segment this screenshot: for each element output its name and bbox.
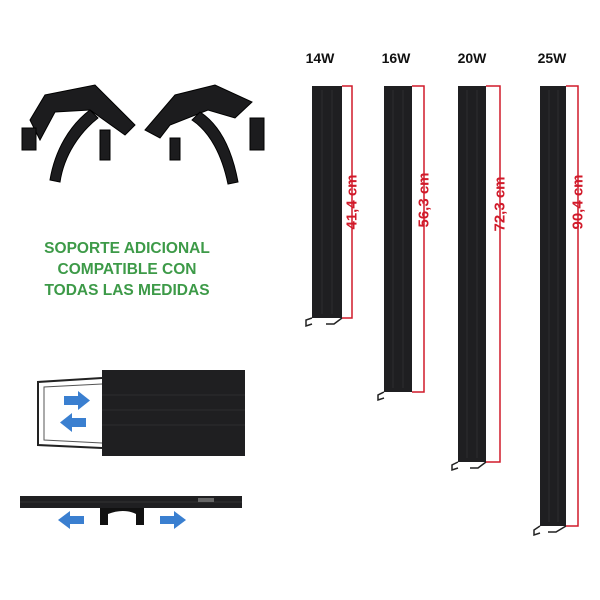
promo-line-2: COMPATIBLE CON bbox=[57, 261, 197, 278]
dimension-text-20w: 72,3 cm bbox=[491, 176, 509, 232]
dimension-line-14w bbox=[342, 85, 353, 319]
promo-line-1: SOPORTE ADICIONAL bbox=[44, 240, 210, 257]
lamp-25w bbox=[533, 86, 567, 537]
dimension-text-14w: 41,4 cm bbox=[343, 174, 361, 230]
promo-text: SOPORTE ADICIONAL COMPATIBLE CON TODAS L… bbox=[18, 238, 236, 301]
slide-arrows-side-icon bbox=[58, 511, 186, 529]
model-label-20w: 20W bbox=[457, 50, 487, 66]
model-label-25w: 25W bbox=[537, 50, 567, 66]
dimension-text-16w: 56,3 cm bbox=[415, 172, 433, 228]
dimension-line-16w bbox=[412, 85, 425, 393]
lamp-16w bbox=[377, 86, 412, 402]
lamp-20w bbox=[451, 86, 487, 472]
lamp-body-top-view bbox=[102, 370, 245, 456]
dimension-text-25w: 90,4 cm bbox=[569, 174, 587, 230]
model-label-14w: 14W bbox=[305, 50, 335, 66]
slide-arrows-icon bbox=[60, 391, 90, 432]
dimension-line-20w bbox=[486, 85, 501, 463]
model-label-16w: 16W bbox=[381, 50, 411, 66]
lamp-14w bbox=[305, 86, 343, 328]
promo-line-3: TODAS LAS MEDIDAS bbox=[44, 282, 210, 299]
dimension-line-25w bbox=[566, 85, 579, 527]
